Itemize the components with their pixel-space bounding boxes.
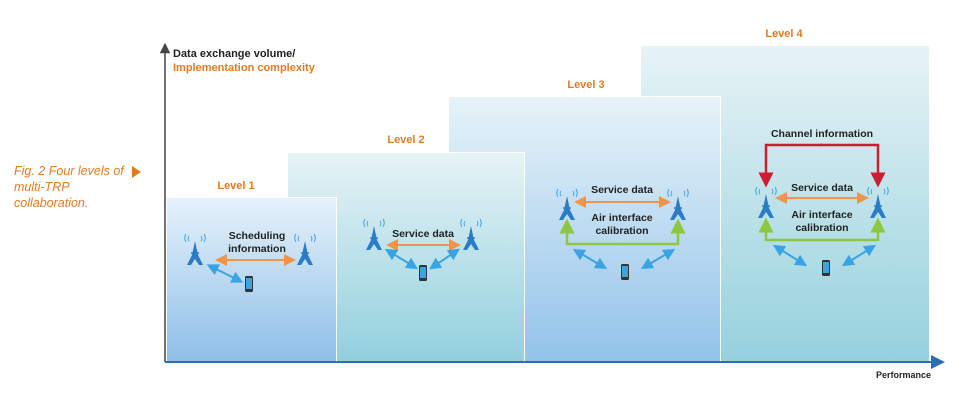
level-2-ue-arrow-right <box>429 248 460 270</box>
level-3-calibration-label: Air interface calibration <box>572 212 672 238</box>
level-3-title: Level 3 <box>567 79 605 91</box>
level-2-title: Level 2 <box>387 134 425 146</box>
label-line: Scheduling <box>228 230 286 242</box>
label-line: calibration <box>595 225 649 237</box>
level-4-calibration-arrow-left <box>758 217 822 242</box>
x-axis-label: Performance <box>876 370 932 380</box>
level-4-calibration-label: Air interface calibration <box>772 209 872 235</box>
caption-line-3: collaboration. <box>14 196 89 210</box>
y-axis-label: Data exchange volume/ <box>173 48 296 60</box>
level-4-ue-arrow-left <box>772 244 808 267</box>
level-3-calibration-arrow-right <box>620 218 686 246</box>
label-line: information <box>228 243 286 255</box>
level-4-ue-arrow-right <box>841 244 877 267</box>
level-2-link-label: Service data <box>392 228 454 240</box>
caption-line-1: Fig. 2 Four levels of <box>14 164 124 178</box>
level-4-channel-arrow-right <box>820 143 886 188</box>
label-line: calibration <box>795 222 849 234</box>
level-3-ue-icon <box>621 264 629 280</box>
level-4-channel-arrow-left <box>758 143 822 188</box>
level-1-ue-arrow <box>206 264 244 283</box>
level-4-calibration-arrow-right <box>820 217 886 242</box>
level-2-ue-arrow-left <box>384 248 419 270</box>
label-line: Air interface <box>791 209 853 221</box>
level-1-ue-icon <box>245 276 253 292</box>
caption-pointer-icon <box>132 166 141 178</box>
level-4-channel-label: Channel information <box>770 128 874 140</box>
figure-caption: Fig. 2 Four levels of multi-TRP collabor… <box>14 163 154 211</box>
level-4-title: Level 4 <box>765 28 803 40</box>
level-4-service-label: Service data <box>791 182 853 194</box>
level-2-ue-icon <box>419 265 427 281</box>
level-1-title: Level 1 <box>217 180 255 192</box>
level-3-ue-arrow-left <box>572 248 608 270</box>
label-line: Air interface <box>591 212 653 224</box>
level-1-trp-left-icon <box>183 233 207 266</box>
level-1-link-label: Scheduling information <box>212 230 302 256</box>
level-3-service-label: Service data <box>591 184 653 196</box>
level-3-ue-arrow-right <box>640 248 676 270</box>
y-axis-sublabel: Implementation complexity <box>173 62 315 74</box>
level-4-ue-icon <box>822 260 830 276</box>
level-3-calibration-arrow-left <box>559 218 622 246</box>
caption-line-2: multi-TRP <box>14 180 70 194</box>
